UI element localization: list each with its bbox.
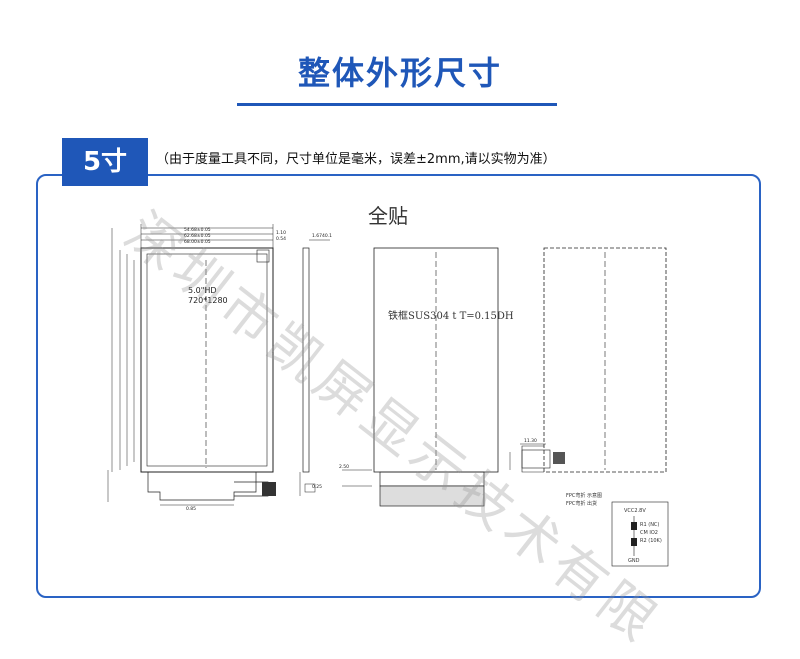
fpc-note-2: FPC弯折 出货 [566,501,597,507]
svg-text:0.25: 0.25 [312,484,322,490]
drawing-frame [36,174,761,598]
measurement-note: （由于度量工具不同，尺寸单位是毫米，误差±2mm,请以实物为准） [156,152,556,167]
panel-size: 5.0"HD [188,286,217,295]
svg-text:11.30: 11.30 [524,438,537,444]
side-view [302,247,310,473]
panel-resolution: 720*1280 [188,296,228,305]
svg-text:54.68±0.05: 54.68±0.05 [184,227,211,233]
svg-text:68.00±0.05: 68.00±0.05 [184,239,211,245]
front-view-outline [140,247,274,473]
svg-text:1.10: 1.10 [276,230,286,236]
lamination-label: 全贴 [368,204,408,228]
title-underline [237,103,557,106]
svg-text:1.6740.1: 1.6740.1 [312,233,332,239]
camera-cutout [256,249,270,263]
circuit-gnd: GND [628,558,640,564]
circuit-r2: R2 (10K) [640,538,662,544]
circuit-cm: CM IO2 [640,530,658,536]
right-view-outline [543,247,667,473]
fpc-note-1: FPC弯折 示意图 [566,493,602,499]
circuit-diagram [611,501,669,567]
circuit-r1: R1 (NC) [640,522,660,528]
svg-text:62.68±0.05: 62.68±0.05 [184,233,211,239]
panel-spec: 5.0"HD 720*1280 [188,286,228,306]
iron-frame-label: 铁框SUS304 t T=0.15DH [388,311,514,322]
size-badge: 5寸 [62,138,148,186]
page-title: 整体外形尺寸 [297,54,502,92]
svg-text:2.50: 2.50 [339,464,349,470]
svg-text:0.85: 0.85 [186,506,196,512]
svg-text:0.54: 0.54 [276,236,286,242]
circuit-vcc: VCC2.8V [624,508,646,514]
